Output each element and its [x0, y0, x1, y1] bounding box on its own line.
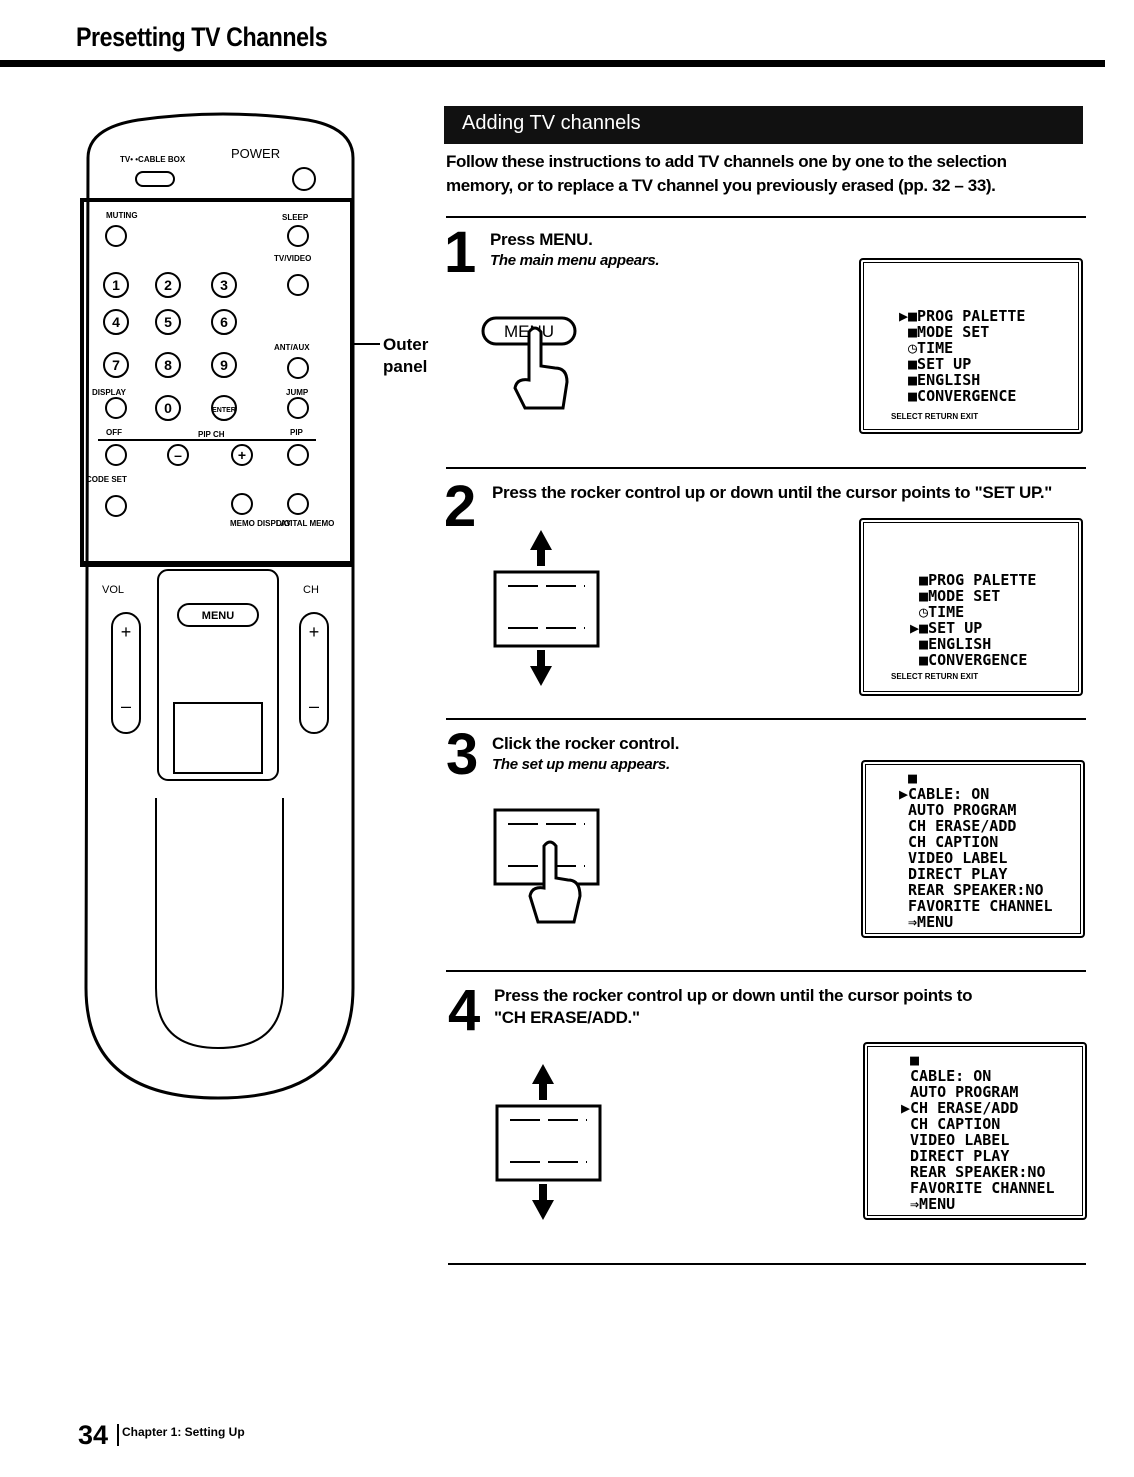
step-text: Press the rocker control up or down unti…	[494, 986, 973, 1005]
step-text: Press MENU.	[490, 230, 593, 249]
svg-text:4: 4	[112, 314, 120, 330]
svg-text:5: 5	[164, 314, 172, 330]
step-number: 4	[448, 978, 481, 1043]
step-divider	[446, 718, 1086, 720]
step-text: Click the rocker control.	[492, 734, 680, 753]
step-subtext: The main menu appears.	[490, 252, 660, 269]
step-divider	[446, 970, 1086, 972]
step-text-cont: "CH ERASE/ADD."	[494, 1008, 640, 1027]
svg-text:DISPLAY: DISPLAY	[92, 388, 127, 397]
step-text: Press the rocker control up or down unti…	[492, 483, 1053, 502]
intro-text: Follow these instructions to add TV chan…	[446, 152, 1007, 195]
svg-text:8: 8	[164, 357, 172, 373]
svg-text:CODE SET: CODE SET	[86, 475, 127, 484]
svg-text:–: –	[309, 696, 319, 716]
svg-text:OFF: OFF	[106, 428, 122, 437]
svg-text:CH: CH	[303, 584, 319, 596]
step-number: 3	[446, 722, 479, 787]
step-divider	[446, 216, 1086, 218]
svg-text:–: –	[121, 696, 131, 716]
svg-text:ENTER: ENTER	[212, 407, 236, 414]
press-menu-hand-icon: MENU	[481, 316, 577, 410]
svg-text:ANT/AUX: ANT/AUX	[274, 343, 310, 352]
tv-screen-set-up-cursor: ■PROG PALETTE ■MODE SET ◷TIME ▶■SET UP ■…	[859, 518, 1083, 696]
svg-text:JUMP: JUMP	[286, 388, 309, 397]
step-number: 1	[444, 220, 477, 285]
page-title: Presetting TV Channels	[76, 22, 328, 52]
page-number: 34	[78, 1420, 109, 1450]
svg-text:TV/VIDEO: TV/VIDEO	[274, 254, 311, 263]
svg-text:3: 3	[220, 277, 228, 293]
section-end-rule	[448, 1263, 1086, 1265]
svg-text:+: +	[309, 622, 320, 642]
svg-text:0: 0	[164, 400, 172, 416]
svg-text:TV• •CABLE BOX: TV• •CABLE BOX	[120, 155, 186, 164]
svg-text:PIP CH: PIP CH	[198, 430, 225, 439]
power-button-icon	[292, 167, 316, 191]
svg-text:POWER: POWER	[231, 146, 280, 161]
tv-screen-main-menu: ▶■PROG PALETTE ■MODE SET ◷TIME ■SET UP ■…	[859, 258, 1083, 434]
svg-text:MUTING: MUTING	[106, 211, 138, 220]
title-rule	[0, 60, 1105, 67]
svg-text:SLEEP: SLEEP	[282, 213, 309, 222]
step-number: 2	[444, 474, 477, 539]
outer-panel-leader	[350, 343, 380, 345]
svg-text:1: 1	[112, 277, 120, 293]
rocker-up-down-icon	[493, 530, 600, 686]
chapter-label: Chapter 1: Setting Up	[122, 1425, 245, 1439]
svg-text:PIP: PIP	[290, 428, 304, 437]
svg-text:VOL: VOL	[102, 584, 124, 596]
rocker-click-hand-icon	[493, 808, 600, 924]
svg-text:–: –	[174, 447, 182, 463]
svg-text:MENU: MENU	[202, 610, 234, 622]
tv-screen-ch-erase-add: ■ CABLE: ON AUTO PROGRAM ▶CH ERASE/ADD C…	[863, 1042, 1087, 1220]
svg-text:9: 9	[220, 357, 228, 373]
menu-button-icon	[177, 603, 259, 627]
step-divider	[446, 467, 1086, 469]
remote-illustration: 1 2 3 4 5 6 7 8 9 0 – + ENTER TV• •CABLE…	[80, 112, 355, 1100]
svg-text:7: 7	[112, 357, 120, 373]
tv-screen-set-up-menu: ■ ▶CABLE: ON AUTO PROGRAM CH ERASE/ADD C…	[861, 760, 1085, 938]
rocker-up-down-icon	[495, 1064, 602, 1220]
footer-divider	[117, 1424, 119, 1446]
tv-cable-switch-icon	[135, 171, 175, 187]
svg-text:+: +	[121, 622, 132, 642]
svg-text:DIGITAL MEMO: DIGITAL MEMO	[276, 519, 334, 528]
section-header: Adding TV channels	[444, 106, 1083, 144]
outer-panel-label: Outer panel	[383, 335, 429, 376]
svg-text:6: 6	[220, 314, 228, 330]
step-subtext: The set up menu appears.	[492, 756, 670, 773]
svg-text:2: 2	[164, 277, 172, 293]
svg-text:+: +	[238, 447, 246, 463]
svg-text:MEMO DISPLAY: MEMO DISPLAY	[230, 519, 292, 528]
